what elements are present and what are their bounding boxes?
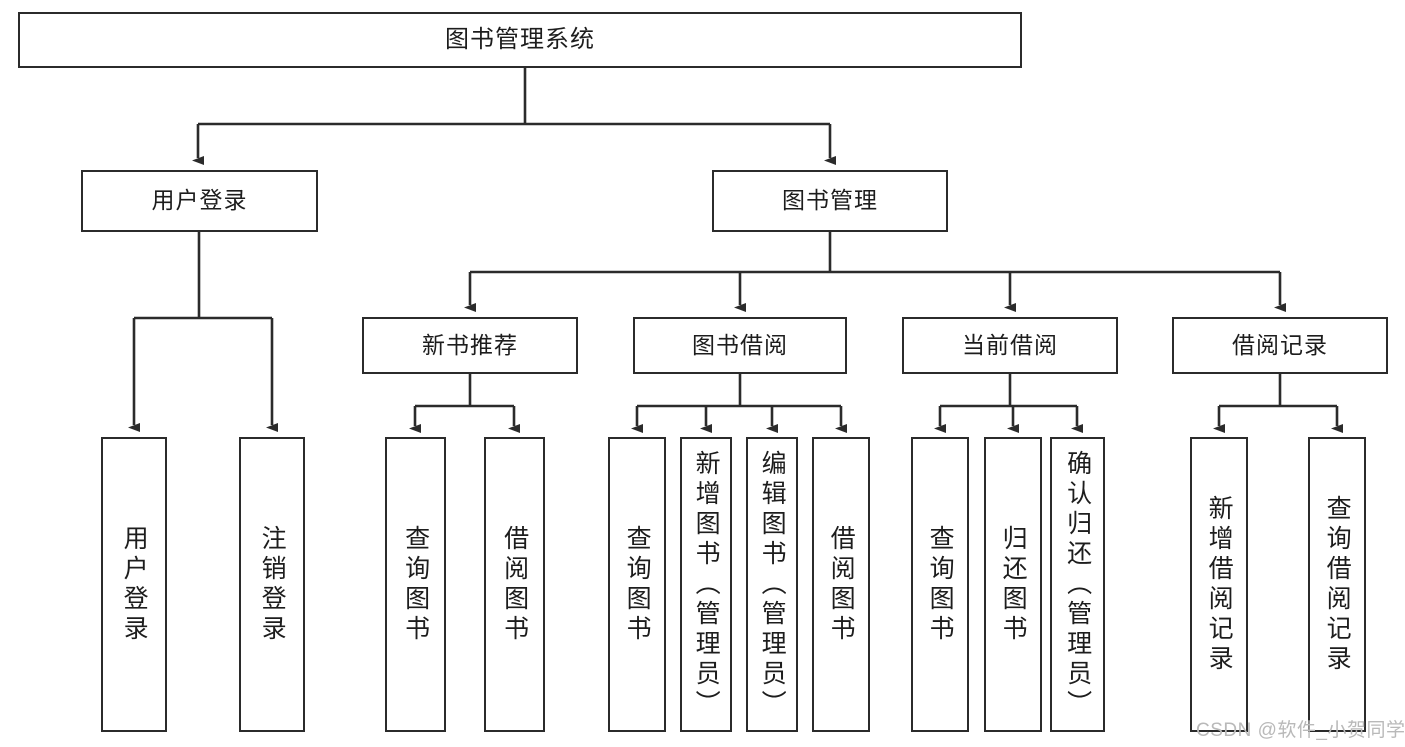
leaf-add-book-admin-label: 新增图书（管理员） bbox=[692, 449, 721, 720]
leaf-query-borrow-record-label: 查询借阅记录 bbox=[1323, 494, 1352, 675]
node-book-borrow[interactable]: 图书借阅 bbox=[633, 317, 847, 374]
leaf-query-book-rec[interactable]: 查询图书 bbox=[385, 437, 446, 732]
node-borrow-record[interactable]: 借阅记录 bbox=[1172, 317, 1388, 374]
leaf-query-book-cur-label: 查询图书 bbox=[926, 524, 955, 645]
leaf-borrow-book-label: 借阅图书 bbox=[827, 524, 856, 645]
node-book-manage[interactable]: 图书管理 bbox=[712, 170, 948, 232]
node-root-label: 图书管理系统 bbox=[445, 25, 595, 53]
node-user-login-label: 用户登录 bbox=[151, 187, 248, 214]
leaf-query-book-rec-label: 查询图书 bbox=[401, 524, 430, 645]
leaf-add-borrow-record-label: 新增借阅记录 bbox=[1205, 494, 1234, 675]
node-current-borrow[interactable]: 当前借阅 bbox=[902, 317, 1118, 374]
leaf-add-book-admin[interactable]: 新增图书（管理员） bbox=[680, 437, 732, 732]
node-book-manage-label: 图书管理 bbox=[782, 187, 878, 214]
leaf-borrow-book-rec-label: 借阅图书 bbox=[500, 524, 529, 645]
node-root[interactable]: 图书管理系统 bbox=[18, 12, 1022, 68]
leaf-borrow-book[interactable]: 借阅图书 bbox=[812, 437, 870, 732]
leaf-user-login-label: 用户登录 bbox=[120, 524, 149, 645]
node-user-login[interactable]: 用户登录 bbox=[81, 170, 318, 232]
leaf-confirm-return-admin-label: 确认归还（管理员） bbox=[1063, 449, 1092, 720]
leaf-edit-book-admin[interactable]: 编辑图书（管理员） bbox=[746, 437, 798, 732]
node-current-borrow-label: 当前借阅 bbox=[962, 331, 1058, 358]
leaf-return-book[interactable]: 归还图书 bbox=[984, 437, 1042, 732]
leaf-add-borrow-record[interactable]: 新增借阅记录 bbox=[1190, 437, 1248, 732]
leaf-edit-book-admin-label: 编辑图书（管理员） bbox=[758, 449, 787, 720]
csdn-watermark: CSDN @软件_小贺同学 bbox=[1196, 720, 1405, 741]
leaf-user-login[interactable]: 用户登录 bbox=[101, 437, 167, 732]
leaf-logout-login-label: 注销登录 bbox=[258, 524, 287, 645]
node-borrow-record-label: 借阅记录 bbox=[1232, 331, 1328, 358]
leaf-query-book-borrow[interactable]: 查询图书 bbox=[608, 437, 666, 732]
leaf-logout-login[interactable]: 注销登录 bbox=[239, 437, 305, 732]
node-book-borrow-label: 图书借阅 bbox=[692, 331, 788, 358]
node-new-book-recommend-label: 新书推荐 bbox=[422, 331, 518, 358]
node-new-book-recommend[interactable]: 新书推荐 bbox=[362, 317, 578, 374]
leaf-borrow-book-rec[interactable]: 借阅图书 bbox=[484, 437, 545, 732]
leaf-query-book-cur[interactable]: 查询图书 bbox=[911, 437, 969, 732]
leaf-query-borrow-record[interactable]: 查询借阅记录 bbox=[1308, 437, 1366, 732]
leaf-return-book-label: 归还图书 bbox=[999, 524, 1028, 645]
leaf-query-book-borrow-label: 查询图书 bbox=[623, 524, 652, 645]
leaf-confirm-return-admin[interactable]: 确认归还（管理员） bbox=[1050, 437, 1105, 732]
